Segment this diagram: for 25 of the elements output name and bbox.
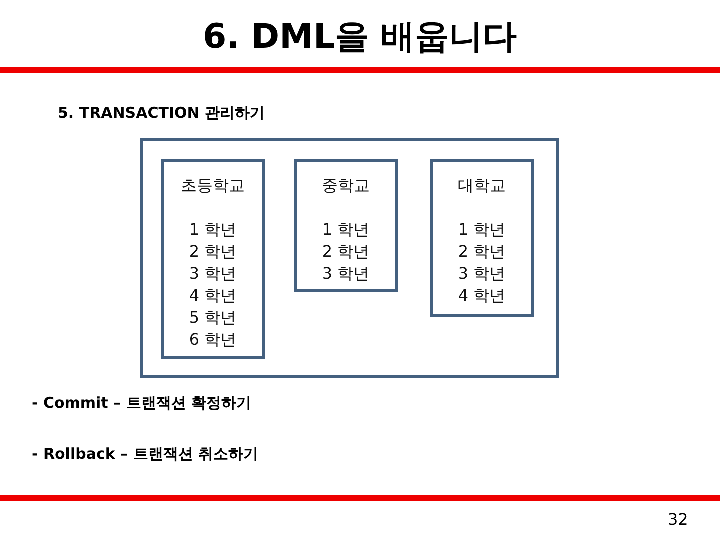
grade-item: 4 학년 bbox=[458, 285, 506, 307]
box-heading: 초등학교 bbox=[181, 176, 245, 197]
box-heading: 대학교 bbox=[458, 176, 506, 197]
page-number: 32 bbox=[668, 510, 688, 529]
grade-item: 1 학년 bbox=[322, 219, 370, 241]
grade-item: 2 학년 bbox=[458, 241, 506, 263]
bullet-text: - Commit – 트랜잭션 확정하기 bbox=[32, 394, 252, 413]
box-heading: 중학교 bbox=[322, 176, 370, 197]
grade-item: 2 학년 bbox=[322, 241, 370, 263]
school-box bbox=[294, 159, 398, 292]
grade-item: 3 학년 bbox=[189, 263, 237, 285]
grade-item: 5 학년 bbox=[189, 307, 237, 329]
grade-item: 3 학년 bbox=[458, 263, 506, 285]
grade-item: 3 학년 bbox=[322, 263, 370, 285]
grade-item: 2 학년 bbox=[189, 241, 237, 263]
grade-item: 4 학년 bbox=[189, 285, 237, 307]
grade-item: 1 학년 bbox=[189, 219, 237, 241]
school-box bbox=[430, 159, 534, 317]
bullet-text: - Rollback – 트랜잭션 취소하기 bbox=[32, 445, 258, 464]
grade-item: 1 학년 bbox=[458, 219, 506, 241]
container-box bbox=[140, 138, 559, 378]
slide-title: 6. DML을 배웁니다 bbox=[202, 16, 518, 59]
school-box bbox=[161, 159, 265, 359]
grade-item: 6 학년 bbox=[189, 329, 237, 351]
section-heading: 5. TRANSACTION 관리하기 bbox=[58, 104, 266, 123]
